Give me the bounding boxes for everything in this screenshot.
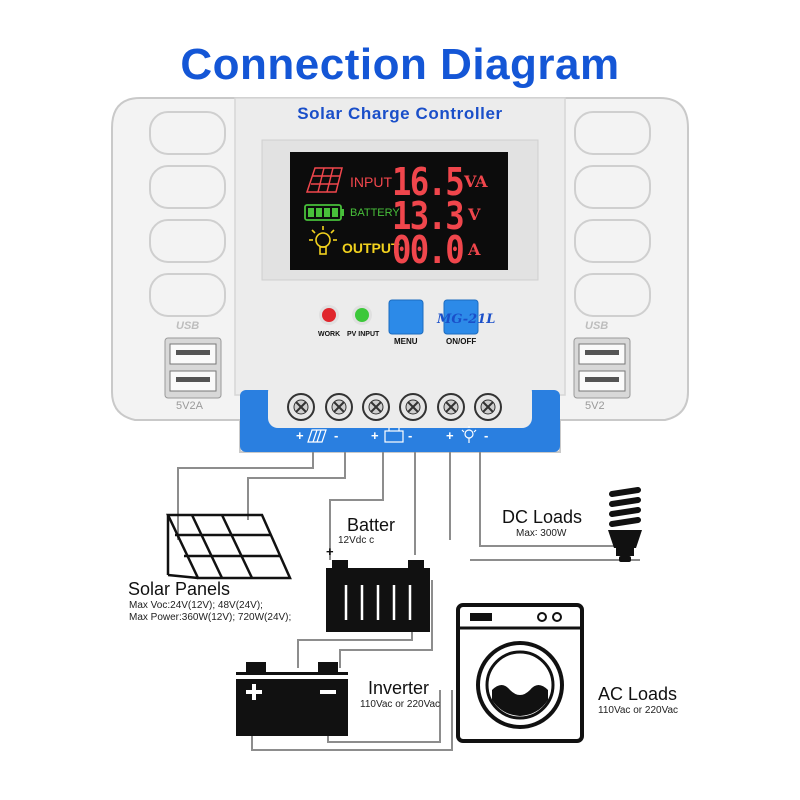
lcd-value-battery: 13.3 [392,194,465,238]
page-title: Connection Diagram [180,40,620,89]
terminal-battery-minus: - [408,428,413,443]
usb-voltage-right: 5V2 [585,400,605,412]
controller-body [111,97,689,453]
usb-logo-left: USB [176,320,200,332]
controller-title: Solar Charge Controller [297,104,503,123]
lcd-label-output: OUTPUT [342,240,400,256]
lcd-bulb-icon [309,226,337,255]
solar-spec-power: Max Power:360W(12V); 720W(24V); [129,612,292,623]
ac-loads-label: AC Loads [598,684,678,704]
ac-loads-spec: 110Vac or 220Vac [598,705,679,716]
dc-loads-label: DC Loads [502,507,583,527]
menu-button[interactable] [388,299,424,335]
battery-icon [326,560,430,632]
battery-spec: 12Vdc c [338,535,375,546]
lcd-unit-battery: V [468,205,481,224]
inverter-spec: 110Vac or 220Vac [360,699,441,710]
model-label: MG-21L [437,312,496,327]
terminal-solar-minus: - [334,428,339,443]
lcd-solar-icon [305,167,343,193]
usb-logo-right: USB [585,320,609,332]
lcd-unit-input: VA [464,172,488,191]
lcd-value-input: 16.5 [392,160,465,204]
solar-panels-label: Solar Panels [128,579,231,599]
menu-button-label: MENU [394,337,418,346]
led-pv-input [352,305,372,325]
terminal-solar-plus: + [296,428,304,443]
terminal-load-plus: + [446,428,454,443]
inverter-label: Inverter [368,678,430,698]
inverter-battery-icon [236,662,348,736]
on-off-button-label: ON/OFF [446,337,477,346]
terminal-bulb-icon [461,426,477,443]
lcd-unit-output: A [468,240,481,259]
lcd-value-output: 00.0 [392,228,465,272]
cfl-bulb-icon [608,487,642,562]
led-pv-input-label: PV INPUT [347,331,380,338]
terminal-load-minus: - [484,428,489,443]
usb-port-right [573,337,631,399]
terminal-screws [287,393,502,421]
led-work [319,305,339,325]
lcd-label-battery: BATTERY [350,207,400,219]
led-work-label: WORK [318,331,341,338]
solar-panel-icon [166,513,292,580]
terminal-solar-icon [307,429,327,443]
battery-label: Batter [347,515,396,535]
battery-plus-sign: + [326,544,334,559]
lcd-label-input: INPUT [350,174,392,190]
usb-voltage-left: 5V2A [176,400,203,412]
solar-spec-voc: Max Voc:24V(12V); 48V(24V); [129,600,263,611]
dc-loads-spec: Max∶ 300W [516,528,567,539]
terminal-battery-plus: + [371,428,379,443]
on-off-button[interactable] [443,299,479,335]
usb-port-left [164,337,222,399]
washing-machine-icon [456,603,584,743]
terminal-battery-icon [384,428,404,443]
lcd-battery-icon [304,204,344,221]
